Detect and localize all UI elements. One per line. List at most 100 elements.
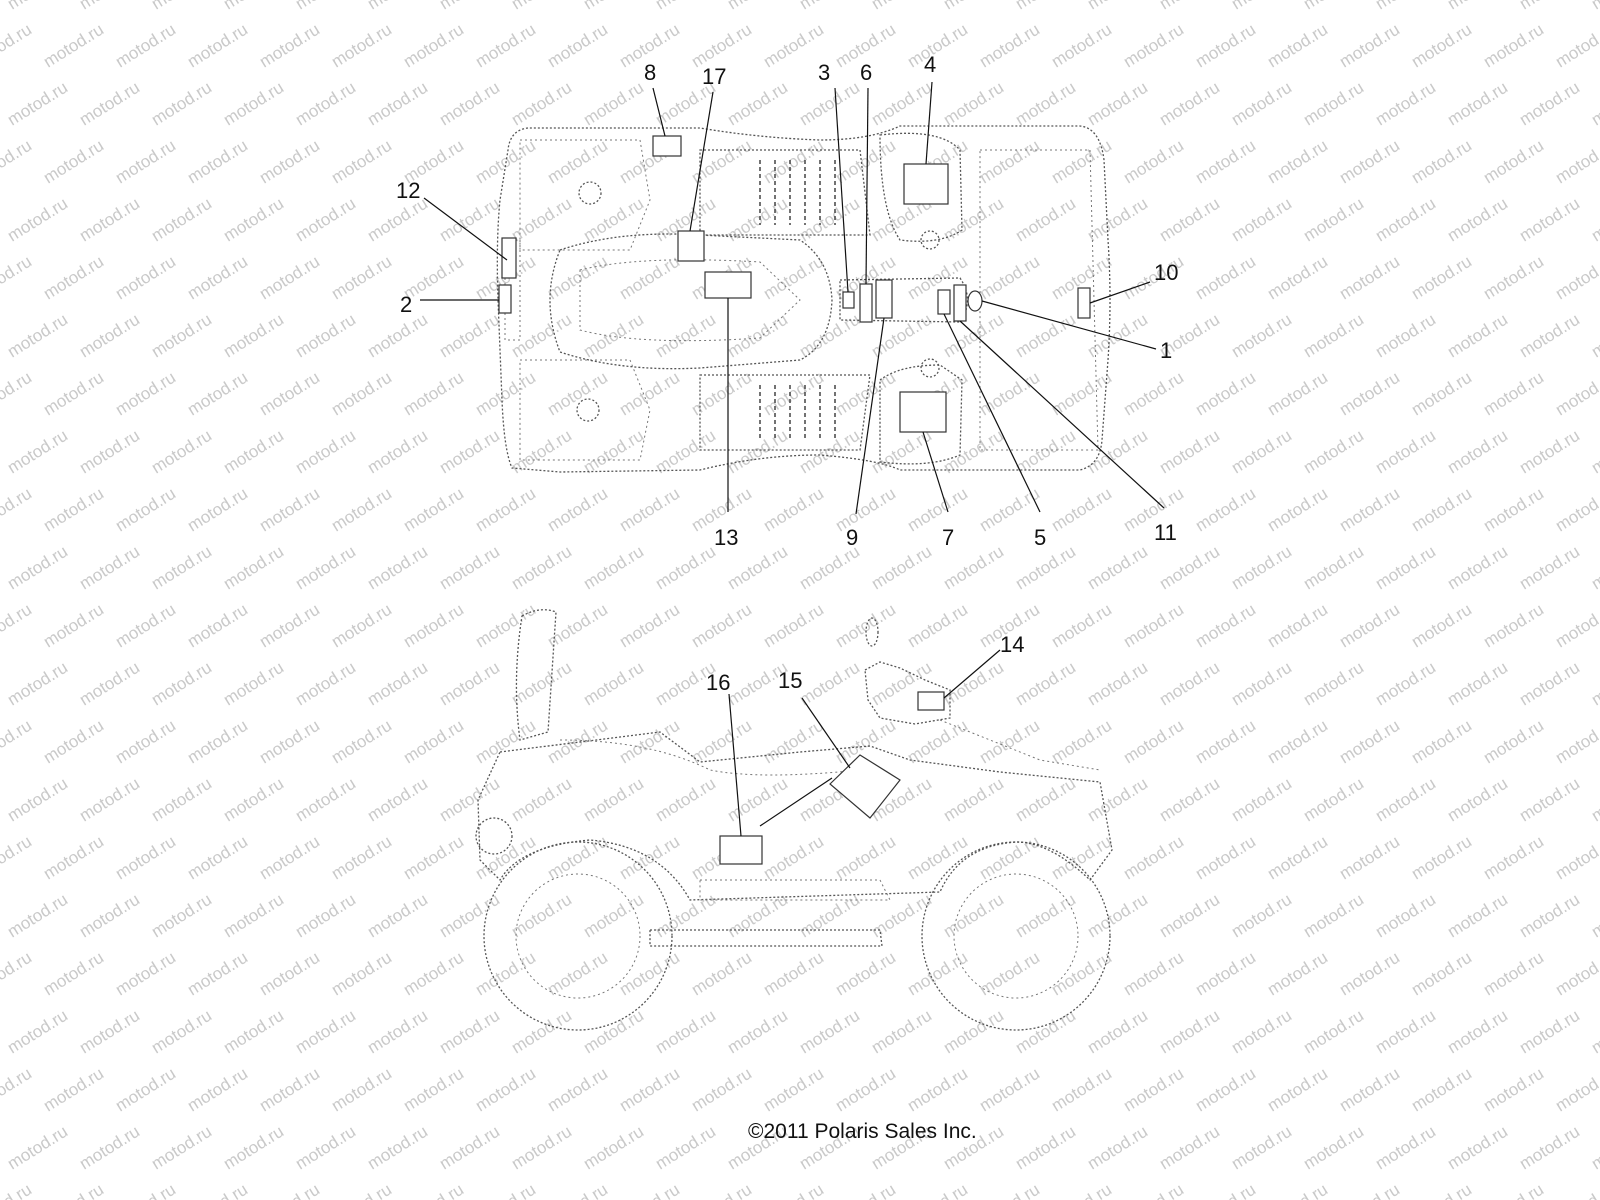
watermark-text: motod.ru: [1228, 310, 1295, 362]
watermark-text: motod.ru: [580, 658, 647, 710]
watermark-text: motod.ru: [652, 426, 719, 478]
watermark-text: motod.ru: [184, 1180, 251, 1200]
watermark-text: motod.ru: [76, 194, 143, 246]
watermark-text: motod.ru: [976, 484, 1043, 536]
watermark-text: motod.ru: [1588, 774, 1600, 826]
watermark-text: motod.ru: [1552, 1064, 1600, 1116]
watermark-text: motod.ru: [1048, 948, 1115, 1000]
watermark-text: motod.ru: [1300, 310, 1367, 362]
watermark-text: motod.ru: [1300, 0, 1367, 13]
watermark-text: motod.ru: [1480, 716, 1547, 768]
watermark-text: motod.ru: [112, 368, 179, 420]
watermark-text: motod.ru: [1228, 890, 1295, 942]
watermark-text: motod.ru: [112, 136, 179, 188]
watermark-text: motod.ru: [472, 600, 539, 652]
watermark-text: motod.ru: [1372, 890, 1439, 942]
watermark-text: motod.ru: [976, 832, 1043, 884]
watermark-text: motod.ru: [1516, 542, 1583, 594]
watermark-text: motod.ru: [4, 426, 71, 478]
top-view-leaders: [420, 81, 1165, 515]
watermark-text: motod.ru: [1372, 542, 1439, 594]
watermark-text: motod.ru: [1264, 484, 1331, 536]
watermark-text: motod.ru: [184, 716, 251, 768]
watermark-text: motod.ru: [1192, 832, 1259, 884]
watermark-text: motod.ru: [832, 484, 899, 536]
watermark-text: motod.ru: [4, 310, 71, 362]
watermark-text: motod.ru: [1012, 78, 1079, 130]
watermark-text: motod.ru: [1480, 20, 1547, 72]
watermark-text: motod.ru: [616, 252, 683, 304]
watermark-text: motod.ru: [148, 1122, 215, 1174]
watermark-text: motod.ru: [256, 484, 323, 536]
watermark-text: motod.ru: [832, 1180, 899, 1200]
watermark-text: motod.ru: [436, 774, 503, 826]
watermark-text: motod.ru: [364, 426, 431, 478]
watermark-text: motod.ru: [400, 716, 467, 768]
decal-15: [829, 754, 901, 819]
watermark-text: motod.ru: [148, 542, 215, 594]
side-view-decals: [719, 691, 945, 865]
watermark-text: motod.ru: [1084, 1122, 1151, 1174]
watermark-text: motod.ru: [292, 194, 359, 246]
watermark-text: motod.ru: [1480, 1064, 1547, 1116]
watermark-text: motod.ru: [0, 1180, 35, 1200]
watermark-text: motod.ru: [940, 0, 1007, 13]
watermark-text: motod.ru: [544, 252, 611, 304]
watermark-text: motod.ru: [976, 20, 1043, 72]
watermark-text: motod.ru: [1408, 1064, 1475, 1116]
watermark-text: motod.ru: [148, 658, 215, 710]
watermark-text: motod.ru: [184, 832, 251, 884]
watermark-text: motod.ru: [976, 252, 1043, 304]
watermark-text: motod.ru: [1336, 20, 1403, 72]
watermark-text: motod.ru: [1156, 542, 1223, 594]
watermark-text: motod.ru: [328, 716, 395, 768]
watermark-text: motod.ru: [976, 1064, 1043, 1116]
watermark-text: motod.ru: [616, 1064, 683, 1116]
watermark-text: motod.ru: [508, 658, 575, 710]
watermark-text: motod.ru: [292, 774, 359, 826]
decal-4: [903, 163, 949, 205]
watermark-text: motod.ru: [76, 542, 143, 594]
watermark-text: motod.ru: [148, 890, 215, 942]
watermark-text: motod.ru: [328, 1064, 395, 1116]
decal-9: [875, 279, 893, 319]
watermark-text: motod.ru: [1588, 310, 1600, 362]
callout-13: 13: [714, 525, 738, 550]
watermark-text: motod.ru: [1120, 832, 1187, 884]
watermark-text: motod.ru: [220, 310, 287, 362]
callout-9: 9: [846, 525, 858, 550]
watermark-text: motod.ru: [760, 1180, 827, 1200]
watermark-text: motod.ru: [1372, 658, 1439, 710]
watermark-text: motod.ru: [184, 484, 251, 536]
watermark-text: motod.ru: [472, 484, 539, 536]
watermark-text: motod.ru: [436, 0, 503, 13]
watermark-text: motod.ru: [868, 1006, 935, 1058]
watermark-text: motod.ru: [40, 948, 107, 1000]
watermark-text: motod.ru: [1336, 252, 1403, 304]
watermark-text: motod.ru: [1156, 774, 1223, 826]
callout-2: 2: [400, 292, 412, 317]
watermark-text: motod.ru: [436, 310, 503, 362]
watermark-text: motod.ru: [688, 1180, 755, 1200]
watermark-text: motod.ru: [1084, 426, 1151, 478]
watermark-text: motod.ru: [1228, 542, 1295, 594]
watermark-text: motod.ru: [1552, 252, 1600, 304]
watermark-text: motod.ru: [40, 600, 107, 652]
watermark-text: motod.ru: [256, 1180, 323, 1200]
watermark-text: motod.ru: [112, 948, 179, 1000]
watermark-text: motod.ru: [1156, 890, 1223, 942]
watermark-text: motod.ru: [1480, 136, 1547, 188]
watermark-text: motod.ru: [796, 78, 863, 130]
watermark-text: motod.ru: [40, 136, 107, 188]
watermark-text: motod.ru: [616, 948, 683, 1000]
watermark-text: motod.ru: [4, 774, 71, 826]
watermark-text: motod.ru: [220, 1006, 287, 1058]
watermark-text: motod.ru: [1264, 600, 1331, 652]
watermark-text: motod.ru: [184, 948, 251, 1000]
watermark-text: motod.ru: [472, 1064, 539, 1116]
watermark-text: motod.ru: [472, 368, 539, 420]
decal-1: [967, 290, 983, 312]
watermark-text: motod.ru: [1588, 194, 1600, 246]
watermark-text: motod.ru: [1372, 310, 1439, 362]
